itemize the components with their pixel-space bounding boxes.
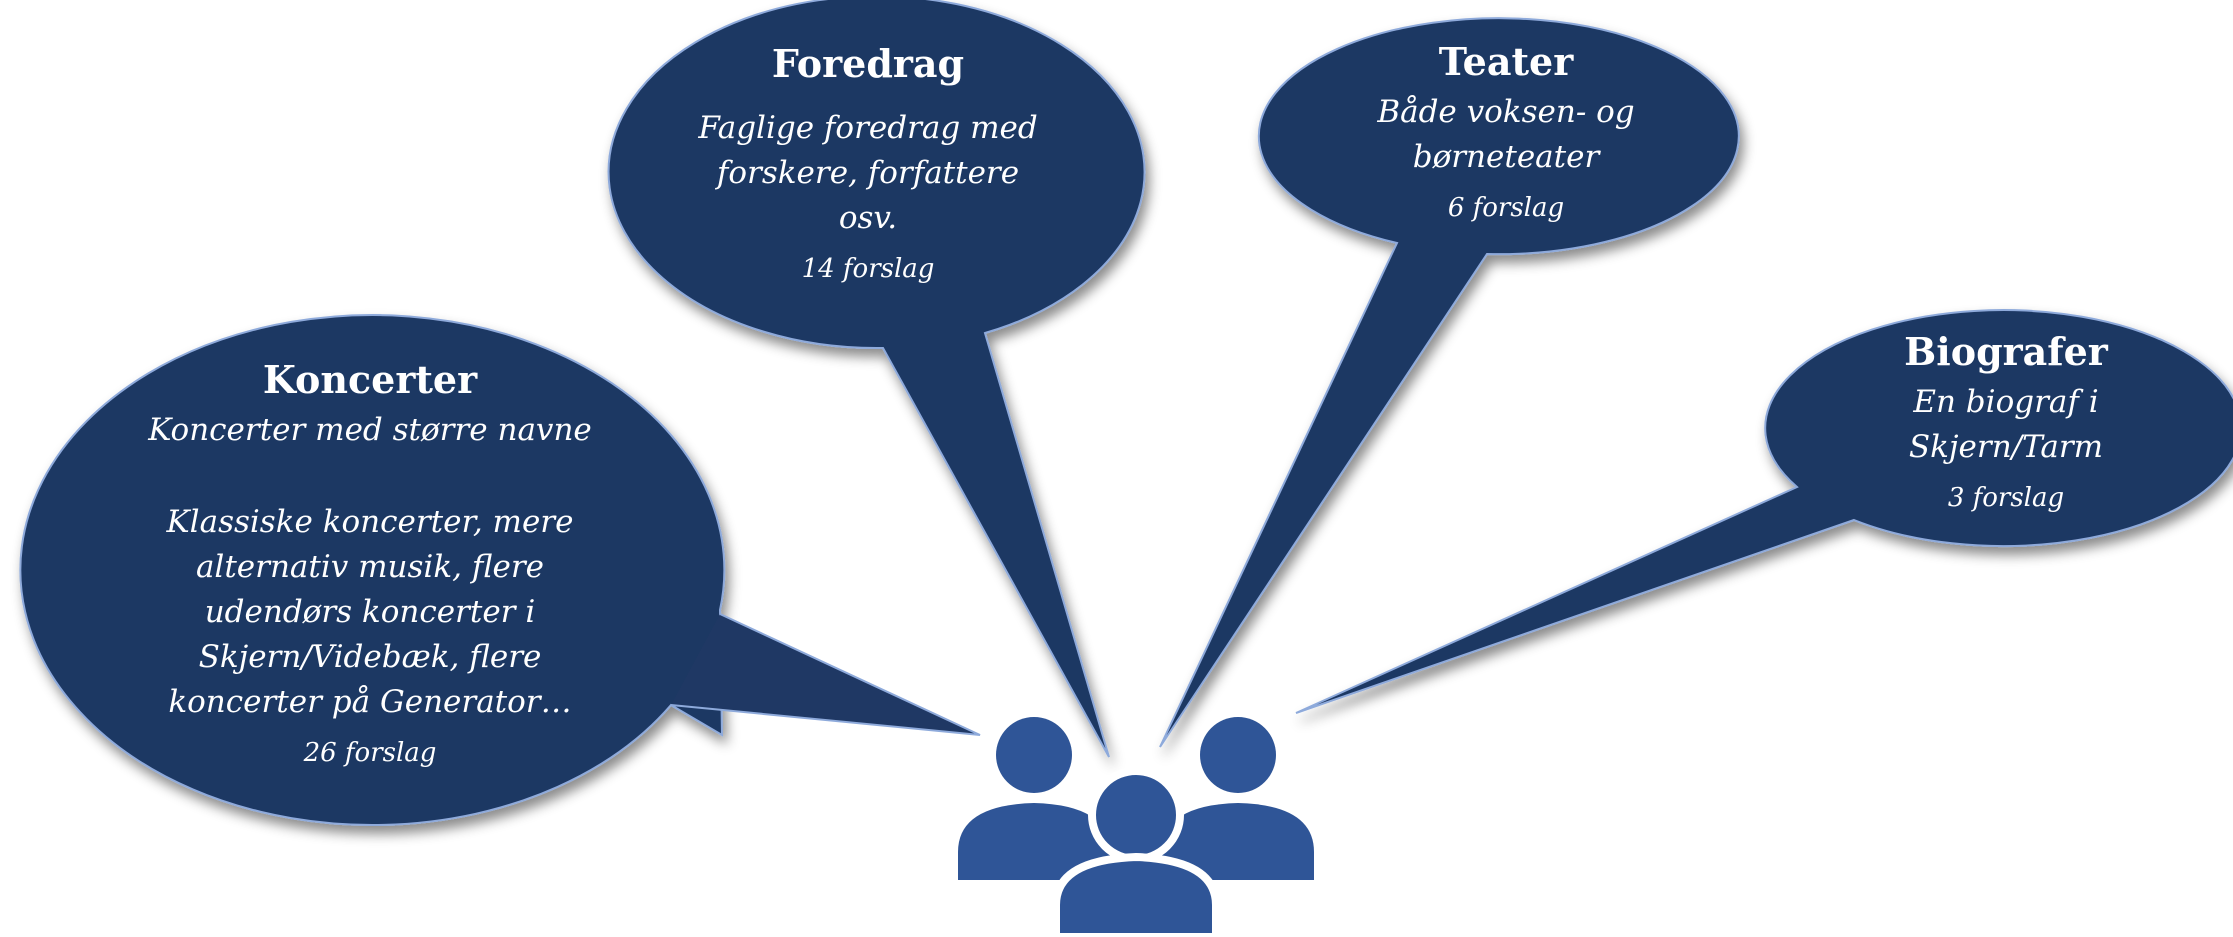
koncerter-desc-main: Koncerter med større navne [148, 412, 592, 448]
foredrag-desc-line: forskere, forfattere [716, 155, 1020, 191]
biografer-bubble [1295, 309, 2233, 714]
koncerter-desc-line: udendørs koncerter i [204, 594, 536, 630]
foredrag-title: Foredrag [771, 41, 965, 86]
koncerter-count: 26 forslag [303, 738, 437, 768]
koncerter-desc-line: alternativ musik, flere [195, 549, 545, 585]
koncerter-desc-line: koncerter på Generator… [168, 684, 572, 720]
biografer-title: Biografer [1904, 329, 2108, 374]
koncerter-desc-line: Klassiske koncerter, mere [166, 504, 574, 540]
koncerter-title: Koncerter [262, 357, 478, 402]
teater-bubble [1159, 17, 1740, 748]
koncerter-text: Koncerter Koncerter med større navne Kla… [110, 352, 630, 781]
koncerter-bubble [19, 314, 726, 827]
teater-desc-line: børneteater [1412, 139, 1600, 175]
biografer-count: 3 forslag [1947, 483, 2065, 513]
biografer-desc-line: Skjern/Tarm [1908, 429, 2104, 465]
foredrag-text: Foredrag Faglige foredrag med forskere, … [660, 36, 1076, 297]
teater-desc-line: Både voksen- og [1377, 94, 1635, 130]
foredrag-bubble [607, 0, 1146, 758]
teater-title: Teater [1438, 39, 1574, 84]
biografer-desc-line: En biograf i [1913, 384, 2099, 420]
foredrag-desc-line: Faglige foredrag med [698, 110, 1038, 146]
foredrag-desc-line: osv. [838, 200, 898, 236]
koncerter-bubble-tail [670, 613, 981, 736]
foredrag-count: 14 forslag [801, 254, 935, 284]
koncerter-desc-line: Skjern/Videbæk, flere [198, 639, 542, 675]
biografer-text: Biografer En biograf i Skjern/Tarm 3 for… [1806, 324, 2206, 526]
teater-text: Teater Både voksen- og børneteater 6 for… [1306, 34, 1706, 236]
teater-count: 6 forslag [1447, 193, 1565, 223]
people-group-icon [958, 717, 1314, 937]
